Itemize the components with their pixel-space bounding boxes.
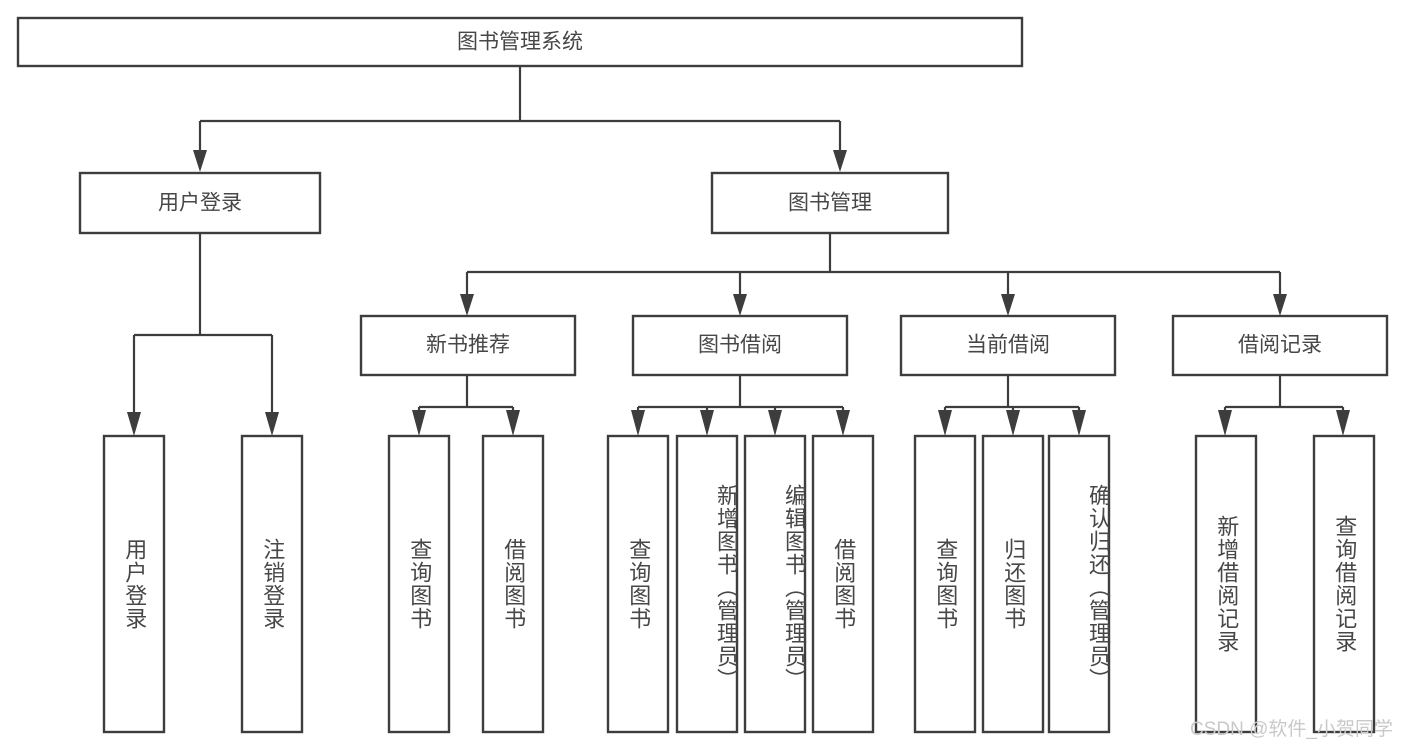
node-leaf-edit-book-admin[interactable] <box>743 434 807 734</box>
node-leaf-borrow-book-recommend[interactable] <box>481 434 545 734</box>
node-leaf-add-borrow-record[interactable] <box>1194 434 1258 734</box>
connector-recommend-to-leaves <box>412 375 520 436</box>
connector-current-to-leaves <box>938 375 1086 436</box>
node-current-borrow-label: 当前借阅 <box>966 334 1050 357</box>
node-new-book-recommend[interactable]: 新书推荐 <box>359 314 577 377</box>
node-root-label: 图书管理系统 <box>457 31 583 54</box>
node-leaf-return-book[interactable] <box>981 434 1045 734</box>
node-leaf-borrow-book[interactable] <box>811 434 875 734</box>
node-book-management[interactable]: 图书管理 <box>710 171 950 235</box>
node-leaf-logout[interactable] <box>240 434 304 734</box>
node-book-management-label: 图书管理 <box>788 192 872 215</box>
node-leaf-add-book-admin[interactable] <box>675 434 739 734</box>
node-new-book-recommend-label: 新书推荐 <box>426 334 510 357</box>
node-borrow-record[interactable]: 借阅记录 <box>1171 314 1389 377</box>
node-leaf-query-book-recommend[interactable] <box>387 434 451 734</box>
node-book-borrow[interactable]: 图书借阅 <box>631 314 849 377</box>
connector-record-to-leaves <box>1218 375 1350 436</box>
node-leaf-user-login[interactable] <box>102 434 166 734</box>
node-leaf-query-book-current[interactable] <box>913 434 977 734</box>
node-leaf-query-borrow-record[interactable] <box>1312 434 1376 734</box>
connector-userlogin-to-leaves <box>127 233 279 436</box>
node-user-login-label: 用户登录 <box>158 192 242 215</box>
connector-root-to-level2 <box>193 66 847 172</box>
node-user-login[interactable]: 用户登录 <box>78 171 322 235</box>
watermark: CSDN @软件_小贺同学 <box>1190 719 1393 740</box>
connector-bookmgmt-to-level3 <box>460 233 1287 316</box>
node-borrow-record-label: 借阅记录 <box>1238 334 1322 357</box>
node-current-borrow[interactable]: 当前借阅 <box>899 314 1117 377</box>
node-leaf-confirm-return-admin[interactable] <box>1047 434 1111 734</box>
node-book-borrow-label: 图书借阅 <box>698 334 782 357</box>
connector-borrow-to-leaves <box>631 375 850 436</box>
node-leaf-query-book-borrow[interactable] <box>606 434 670 734</box>
node-root[interactable]: 图书管理系统 <box>16 16 1024 68</box>
